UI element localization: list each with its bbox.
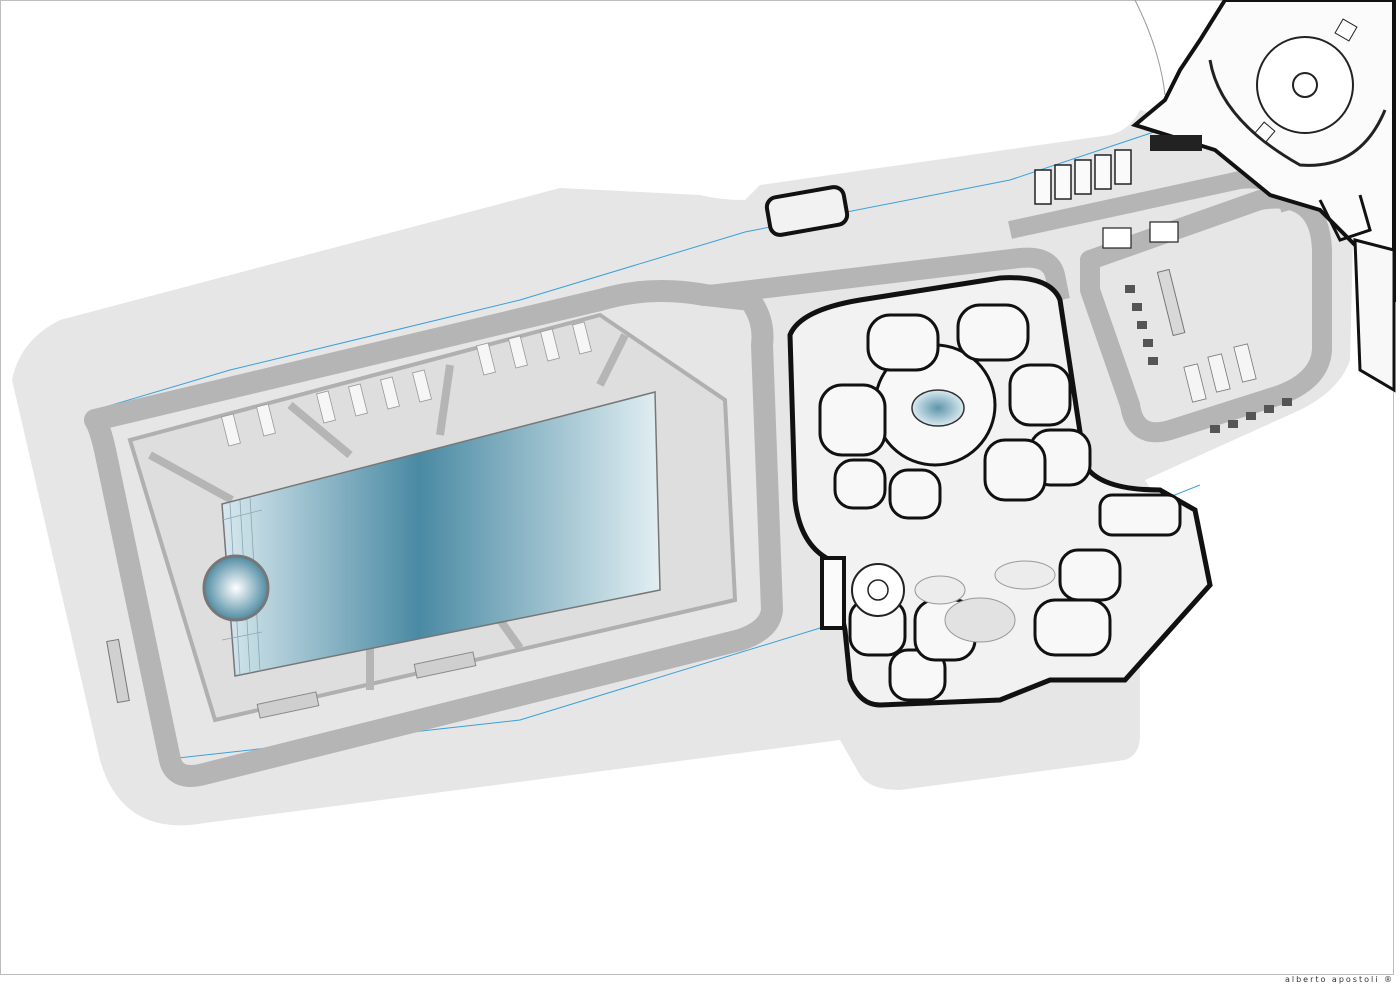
connector-path [698,247,1070,306]
service-mats [1183,343,1257,403]
deck-walkways [148,333,629,690]
service-counter [1156,268,1186,337]
spa-building [787,275,1213,708]
villa-outline-curve [1134,0,1166,96]
main-villa [1130,0,1396,302]
sunbeds-top [221,321,592,447]
gym-equipment [1125,285,1292,433]
jacuzzi [202,554,270,622]
pavilion-top [764,185,850,237]
bench-bottom-1 [256,691,320,719]
service-tables [1102,221,1179,249]
pool-perimeter-path [84,280,783,787]
spa-central-basin [911,389,965,427]
author-credit: alberto apostoli ® [1284,975,1394,984]
villa-stair-wing [1353,238,1396,393]
bench-bottom-2 [413,651,477,679]
locker-bays [1034,149,1132,205]
bench-left [106,638,130,704]
